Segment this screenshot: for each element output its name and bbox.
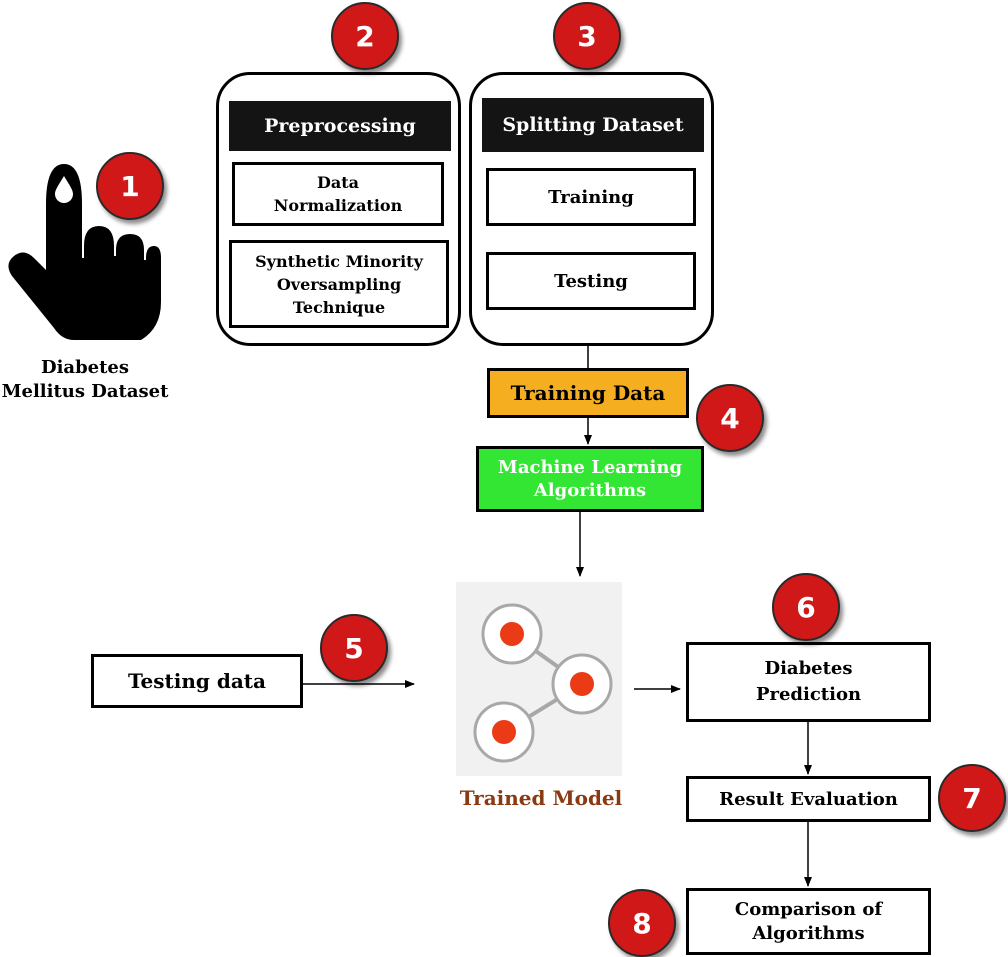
step-badge-7: 7 [938, 764, 1006, 832]
dataset-label: Diabetes Mellitus Dataset [1, 357, 169, 402]
testing-split-box: Testing [486, 252, 696, 310]
diabetes-prediction-box: Diabetes Prediction [686, 642, 931, 722]
trained-model-label: Trained Model [459, 786, 623, 810]
data-normalization-box: Data Normalization [232, 162, 444, 226]
network-nodes-icon [473, 603, 613, 763]
step-badge-3: 3 [553, 2, 621, 70]
data-normalization-label: Data Normalization [273, 173, 403, 215]
step-badge-2: 2 [331, 2, 399, 70]
diabetes-prediction-label: Diabetes Prediction [755, 658, 862, 705]
step-badge-6: 6 [772, 573, 840, 641]
comparison-box: Comparison of Algorithms [686, 888, 931, 955]
comparison-label: Comparison of Algorithms [734, 898, 883, 944]
training-split-box: Training [486, 168, 696, 226]
splitting-title: Splitting Dataset [482, 98, 704, 152]
result-evaluation-label: Result Evaluation [719, 788, 898, 810]
training-data-label: Training Data [510, 380, 666, 405]
finger-blood-drop-icon [8, 164, 162, 340]
ml-algorithms-box: Machine Learning Algorithms [476, 446, 704, 512]
step-badge-4: 4 [696, 384, 764, 452]
ml-algorithms-label: Machine Learning Algorithms [497, 457, 683, 501]
training-split-label: Training [548, 186, 634, 208]
step-badge-5: 5 [320, 614, 388, 682]
testing-split-label: Testing [554, 270, 628, 292]
smote-label: Synthetic Minority Oversampling Techniqu… [255, 251, 423, 317]
result-evaluation-box: Result Evaluation [686, 776, 931, 822]
step-badge-8: 8 [608, 889, 676, 957]
testing-data-box: Testing data [91, 654, 303, 708]
training-data-box: Training Data [487, 368, 689, 418]
step-badge-1: 1 [96, 152, 164, 220]
smote-box: Synthetic Minority Oversampling Techniqu… [229, 240, 449, 328]
preprocessing-title: Preprocessing [229, 101, 451, 151]
testing-data-label: Testing data [127, 668, 267, 693]
